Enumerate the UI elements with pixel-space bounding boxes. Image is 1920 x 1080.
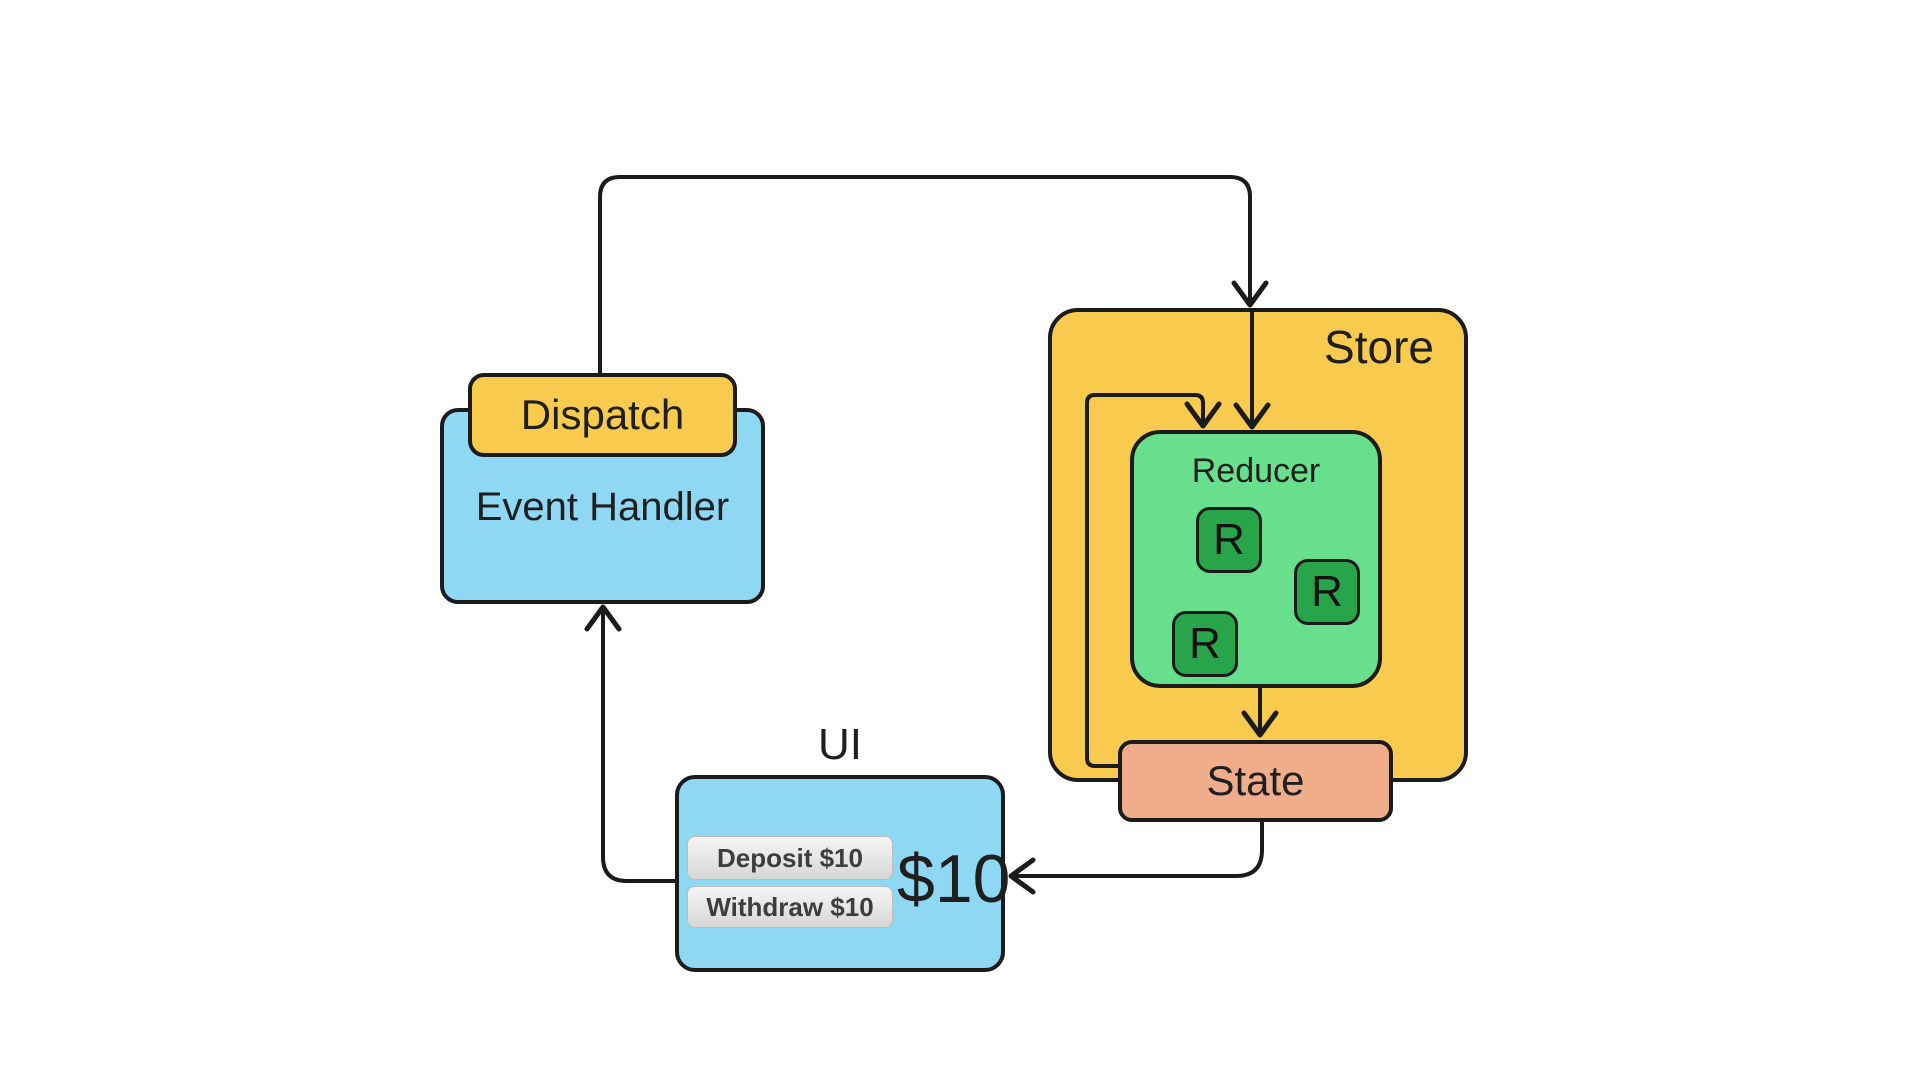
arrowhead-up bbox=[584, 604, 622, 632]
reducer-r-label: R bbox=[1213, 515, 1245, 564]
reducer-r-label: R bbox=[1189, 619, 1221, 668]
reducer-r-square: R bbox=[1196, 507, 1262, 573]
dispatch-label: Dispatch bbox=[520, 391, 685, 438]
reducer-r-square: R bbox=[1172, 611, 1238, 677]
withdraw-button-label: Withdraw $10 bbox=[706, 891, 874, 922]
arrowhead-down bbox=[1231, 280, 1269, 308]
reducer-r-label: R bbox=[1311, 567, 1343, 616]
edge-line bbox=[601, 609, 677, 883]
dispatch-box: Dispatch bbox=[468, 373, 737, 457]
edge-state-to-ui bbox=[1008, 820, 1264, 895]
deposit-button-label: Deposit $10 bbox=[717, 842, 863, 873]
state-label: State bbox=[1206, 757, 1305, 804]
arrowhead-left bbox=[1008, 857, 1036, 895]
edge-ui-to-event-handler bbox=[584, 604, 677, 883]
edge-line bbox=[1013, 820, 1264, 878]
ui-box: Deposit $10 Withdraw $10 $10 bbox=[675, 775, 1011, 972]
ui-title-label: UI bbox=[818, 720, 862, 769]
balance-value: $10 bbox=[897, 841, 1011, 917]
deposit-button[interactable]: Deposit $10 bbox=[687, 836, 893, 880]
reducer-r-square: R bbox=[1294, 559, 1360, 625]
store-label: Store bbox=[1324, 321, 1434, 373]
reducer-box: Reducer R R R bbox=[1130, 430, 1382, 688]
event-handler-label: Event Handler bbox=[475, 484, 730, 529]
withdraw-button[interactable]: Withdraw $10 bbox=[687, 886, 893, 928]
state-box: State bbox=[1118, 740, 1393, 822]
reducer-label: Reducer bbox=[1191, 452, 1321, 490]
